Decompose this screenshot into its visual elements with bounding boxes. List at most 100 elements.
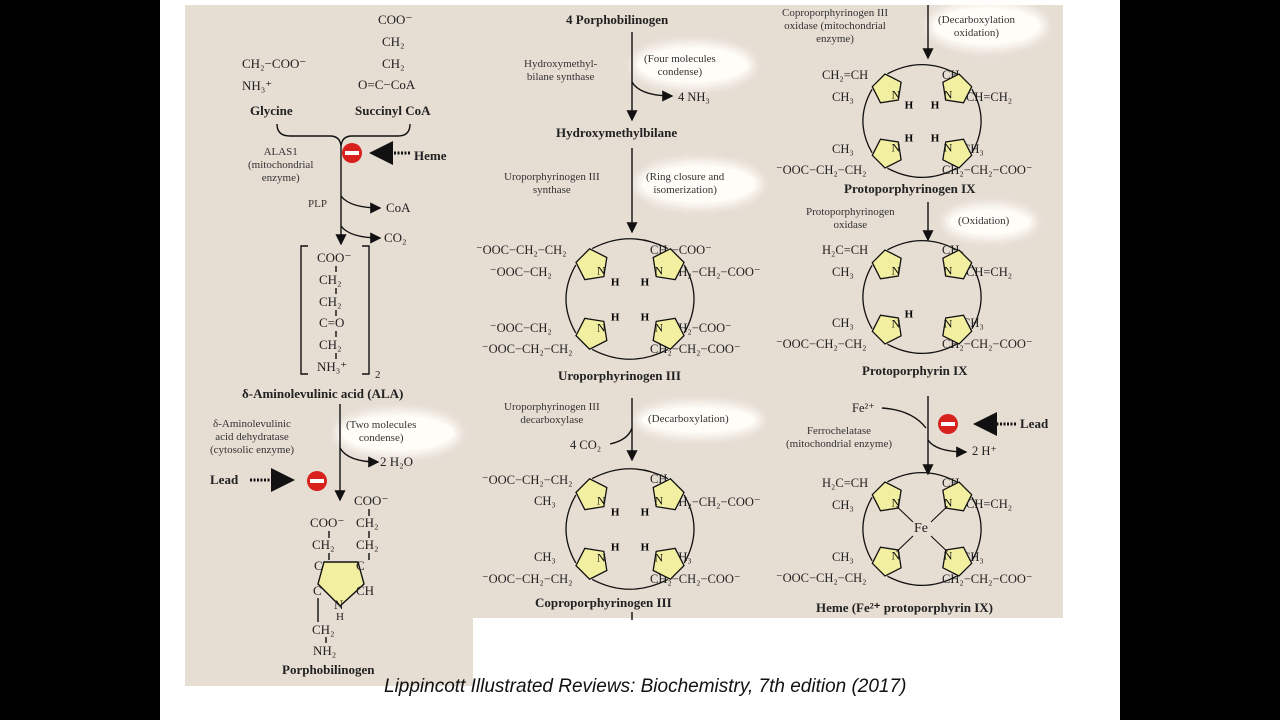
alas1-enzyme: ALAS1 (mitochondrial enzyme): [248, 146, 314, 184]
ring-hydrogen: H: [611, 542, 620, 554]
succinyl-ch2-a: CH₂: [382, 34, 405, 49]
ring-hydrogen: H: [641, 506, 650, 518]
macrocycle-bridge: [862, 64, 982, 178]
lead-label-right: Lead: [1020, 416, 1049, 431]
uroporphyrinogen-name: Uroporphyrinogen III: [558, 368, 681, 383]
ala-name: δ-Aminolevulinic acid (ALA): [242, 386, 404, 401]
ferrous-iron: Fe²⁺: [852, 401, 875, 415]
uro-synthase: Uroporphyrinogen III synthase: [504, 171, 600, 196]
ring-nitrogen: N: [892, 548, 901, 562]
decarb-ox-note: (Decarboxylation oxidation): [938, 14, 1015, 39]
iron-center: Fe: [914, 521, 928, 536]
pbg-h: H: [336, 611, 344, 623]
pbg-ch2-right-a: CH₂: [356, 515, 379, 530]
pyrrole-ring: [871, 481, 902, 512]
pbg-coo-left: COO⁻: [310, 515, 345, 530]
pyrrole-ring: [652, 547, 685, 580]
copro-bl2: ⁻OOC−CH₂−CH₂: [482, 572, 573, 586]
ring-hydrogen: H: [931, 133, 940, 145]
pp-tl2: CH₃: [832, 265, 854, 279]
pg-br2: CH₂−CH₂−COO⁻: [942, 163, 1033, 177]
plp-label: PLP: [308, 198, 327, 210]
iron-coordination-bond: [930, 505, 948, 523]
panel-right: [771, 5, 1063, 618]
pbg-c2: C: [356, 558, 365, 573]
pyrrole-ring: [575, 478, 608, 511]
ring-nitrogen: N: [892, 316, 901, 330]
pyrrole-ring: [871, 138, 902, 169]
macrocycle-bridge: [565, 468, 695, 590]
heme-name: Heme (Fe²⁺ protoporphyrin IX): [816, 600, 993, 615]
ring-nitrogen: N: [654, 550, 663, 564]
copro-bl: CH₃: [534, 550, 556, 564]
ala-subscript: 2: [375, 369, 381, 381]
copro-tl2: CH₃: [534, 494, 556, 508]
heme-bl: CH₃: [832, 550, 854, 564]
ring-hydrogen: H: [641, 276, 650, 288]
pg-bl2: ⁻OOC−CH₂−CH₂: [776, 163, 867, 177]
macrocycle-bridge: [565, 238, 695, 360]
four-porphobilinogen: 4 Porphobilinogen: [566, 12, 669, 27]
ala-ch2-c: CH₂: [319, 337, 342, 352]
copro-oxidase: Coproporphyrinogen III oxidase (mitochon…: [782, 7, 889, 45]
pp-bl2: ⁻OOC−CH₂−CH₂: [776, 337, 867, 351]
pp-br2: CH₂−CH₂−COO⁻: [942, 337, 1033, 351]
ring-nitrogen: N: [944, 496, 953, 510]
bubble-decarboxylation: [642, 408, 756, 432]
ala-dehydratase: δ-Aminolevulinic acid dehydratase (cytos…: [210, 418, 294, 456]
ring-nitrogen: N: [892, 264, 901, 278]
ring-hydrogen: H: [905, 309, 914, 321]
ring-hydrogen: H: [641, 312, 650, 324]
ring-nitrogen: N: [597, 550, 606, 564]
ala-co: C=O: [319, 315, 345, 330]
oxidation-note: (Oxidation): [958, 215, 1010, 227]
bubble-oxidation: [950, 210, 1030, 234]
heme-tl2: CH₃: [832, 498, 854, 512]
ala-coo: COO⁻: [317, 250, 352, 265]
pp-bl: CH₃: [832, 316, 854, 330]
co2-four: 4 CO₂: [570, 438, 602, 452]
pyrrole-ring: [871, 249, 902, 280]
four-molecules-note: (Four molecules condense): [644, 53, 716, 78]
lead-label-left: Lead: [210, 472, 239, 487]
pbg-ch2-bottom: CH₂: [312, 622, 335, 637]
pbg-ch2-left: CH₂: [312, 537, 335, 552]
ring-hydrogen: H: [641, 542, 650, 554]
pbg-ch2-right-b: CH₂: [356, 537, 379, 552]
ring-nitrogen: N: [597, 320, 606, 334]
ferrochelatase: Ferrochelatase (mitochondrial enzyme): [786, 425, 892, 450]
uro-bl2: ⁻OOC−CH₂−CH₂: [482, 342, 573, 356]
bubble-two-molecules: [342, 416, 454, 450]
uro-tl2: ⁻OOC−CH₂: [490, 265, 552, 279]
iron-coordination-bond: [896, 535, 914, 553]
pbg-c3: C: [313, 583, 322, 598]
ring-closure-note: (Ring closure and isomerization): [646, 171, 725, 196]
water-product: 2 H₂O: [380, 454, 414, 469]
pbg-coo-right: COO⁻: [354, 493, 389, 508]
heme-br2: CH₂−CH₂−COO⁻: [942, 572, 1033, 586]
ala-ch2-a: CH₂: [319, 272, 342, 287]
pg-tl: CH₂=CH: [822, 68, 869, 82]
ring-nitrogen: N: [597, 264, 606, 278]
pyrrole-ring: [871, 546, 902, 577]
macrocycle-bridge: [862, 240, 982, 354]
pyrrole-ring: [652, 478, 685, 511]
heme-inhibitor-label: Heme: [414, 148, 447, 163]
ring-nitrogen: N: [597, 494, 606, 508]
bubble-four-molecules: [638, 48, 748, 82]
iron-coordination-bond: [930, 535, 948, 553]
ring-nitrogen: N: [654, 264, 663, 278]
ala-ch2-b: CH₂: [319, 294, 342, 309]
protoporphyrinogen-name: Protoporphyrinogen IX: [844, 181, 976, 196]
glycine-nh3: NH₃⁺: [242, 78, 273, 93]
pyrrole-ring: [942, 314, 973, 345]
ala-nh3: NH₃⁺: [317, 359, 348, 374]
